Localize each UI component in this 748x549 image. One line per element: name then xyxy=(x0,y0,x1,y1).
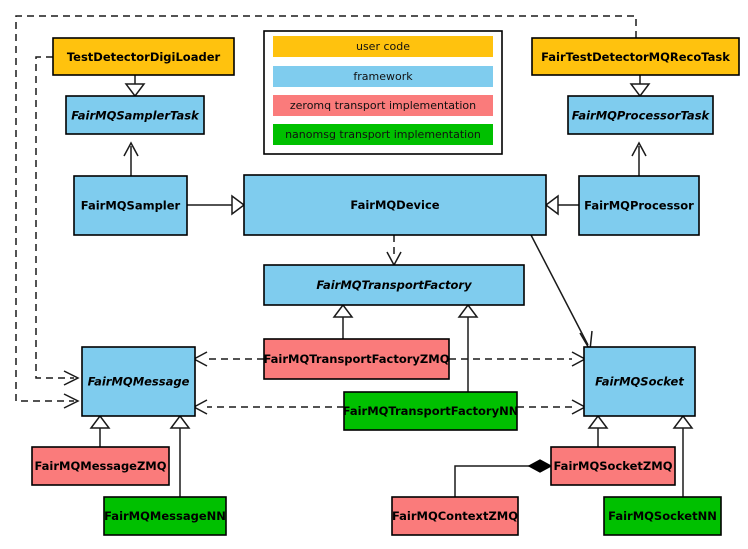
legend-swatch-nanomsg xyxy=(273,124,493,145)
class-TestDetectorDigiLoader[interactable]: TestDetectorDigiLoader xyxy=(52,37,235,76)
edge-tfzmq-to-socket xyxy=(449,351,587,367)
class-label: FairTestDetectorMQRecoTask xyxy=(541,50,730,64)
class-label: FairMQSocketNN xyxy=(608,509,717,523)
edge-socketzmq-generalization xyxy=(587,414,609,447)
class-FairMQSampler[interactable]: FairMQSampler xyxy=(73,175,188,236)
class-FairMQSocketZMQ[interactable]: FairMQSocketZMQ xyxy=(550,446,676,486)
class-label: TestDetectorDigiLoader xyxy=(67,50,221,64)
edge-tfnn-to-socket xyxy=(517,399,587,415)
edge-messagenn-generalization xyxy=(169,414,191,497)
class-label: FairMQProcessor xyxy=(584,199,694,213)
edge-tfnn-generalization xyxy=(457,303,479,392)
class-label: FairMQSamplerTask xyxy=(71,109,200,123)
edge-recotask-generalization xyxy=(629,75,651,98)
class-FairMQContextZMQ[interactable]: FairMQContextZMQ xyxy=(391,496,519,536)
edge-recotask-to-message xyxy=(15,15,637,409)
class-label: FairMQTransportFactory xyxy=(316,278,472,292)
class-label: FairMQSocketZMQ xyxy=(554,459,673,473)
class-FairMQDevice[interactable]: FairMQDevice xyxy=(243,174,547,236)
class-FairMQSamplerTask[interactable]: FairMQSamplerTask xyxy=(65,95,205,135)
legend-swatch-zeromq xyxy=(273,95,493,116)
legend-label: framework xyxy=(353,70,413,83)
edge-device-to-transportfactory xyxy=(386,235,402,267)
legend-label: user code xyxy=(356,40,410,53)
edge-socketzmq-composition-contextzmq xyxy=(454,459,553,497)
class-label: FairMQMessageZMQ xyxy=(34,459,166,473)
edge-digiloader-to-message xyxy=(35,56,80,386)
edge-messagezmq-generalization xyxy=(89,414,111,447)
class-FairMQMessage[interactable]: FairMQMessage xyxy=(81,346,196,417)
class-label: FairMQContextZMQ xyxy=(392,509,518,523)
edge-processor-generalization xyxy=(544,194,579,216)
edge-tfnn-to-message xyxy=(192,399,344,415)
class-FairMQTransportFactoryZMQ[interactable]: FairMQTransportFactoryZMQ xyxy=(263,338,450,380)
edge-digiloader-generalization xyxy=(124,75,146,98)
class-label: FairMQSocket xyxy=(595,375,684,389)
edge-socketnn-generalization xyxy=(672,414,694,497)
class-FairMQProcessor[interactable]: FairMQProcessor xyxy=(578,175,700,236)
class-box-layer: TestDetectorDigiLoader FairTestDetectorM… xyxy=(31,37,740,536)
class-label: FairMQSampler xyxy=(81,199,181,213)
class-label: FairMQDevice xyxy=(350,198,439,212)
class-label: FairMQTransportFactoryNN xyxy=(343,404,519,418)
legend-item-framework: framework xyxy=(273,66,493,87)
class-FairMQSocketNN[interactable]: FairMQSocketNN xyxy=(603,496,722,536)
class-FairMQTransportFactory[interactable]: FairMQTransportFactory xyxy=(263,264,525,306)
edge-sampler-generalization xyxy=(187,194,246,216)
edge-layer xyxy=(15,15,694,497)
legend-item-nanomsg: nanomsg transport implementation xyxy=(273,124,493,145)
class-FairMQTransportFactoryNN[interactable]: FairMQTransportFactoryNN xyxy=(343,391,519,431)
class-FairMQSocket[interactable]: FairMQSocket xyxy=(583,346,696,417)
edge-tfzmq-to-message xyxy=(192,351,264,367)
class-FairMQMessageNN[interactable]: FairMQMessageNN xyxy=(103,496,227,536)
edge-tfzmq-generalization xyxy=(332,303,354,339)
legend-swatch-framework xyxy=(273,66,493,87)
edge-sampler-to-samplertask xyxy=(123,141,139,176)
class-label: FairMQTransportFactoryZMQ xyxy=(263,352,449,366)
edge-device-to-socket xyxy=(530,234,593,353)
legend-swatch-user-code xyxy=(273,36,493,57)
class-label: FairMQProcessorTask xyxy=(572,109,711,123)
legend-label: zeromq transport implementation xyxy=(290,99,476,112)
edge-processor-to-processortask xyxy=(631,141,647,176)
legend-label: nanomsg transport implementation xyxy=(285,128,481,141)
legend-item-user-code: user code xyxy=(273,36,493,57)
class-label: FairMQMessageNN xyxy=(104,509,226,523)
class-label: FairMQMessage xyxy=(88,375,190,389)
legend: user code framework zeromq transport imp… xyxy=(263,30,503,155)
legend-item-zeromq: zeromq transport implementation xyxy=(273,95,493,116)
class-FairMQProcessorTask[interactable]: FairMQProcessorTask xyxy=(567,95,714,135)
class-FairMQMessageZMQ[interactable]: FairMQMessageZMQ xyxy=(31,446,170,486)
class-FairTestDetectorMQRecoTask[interactable]: FairTestDetectorMQRecoTask xyxy=(531,37,740,76)
